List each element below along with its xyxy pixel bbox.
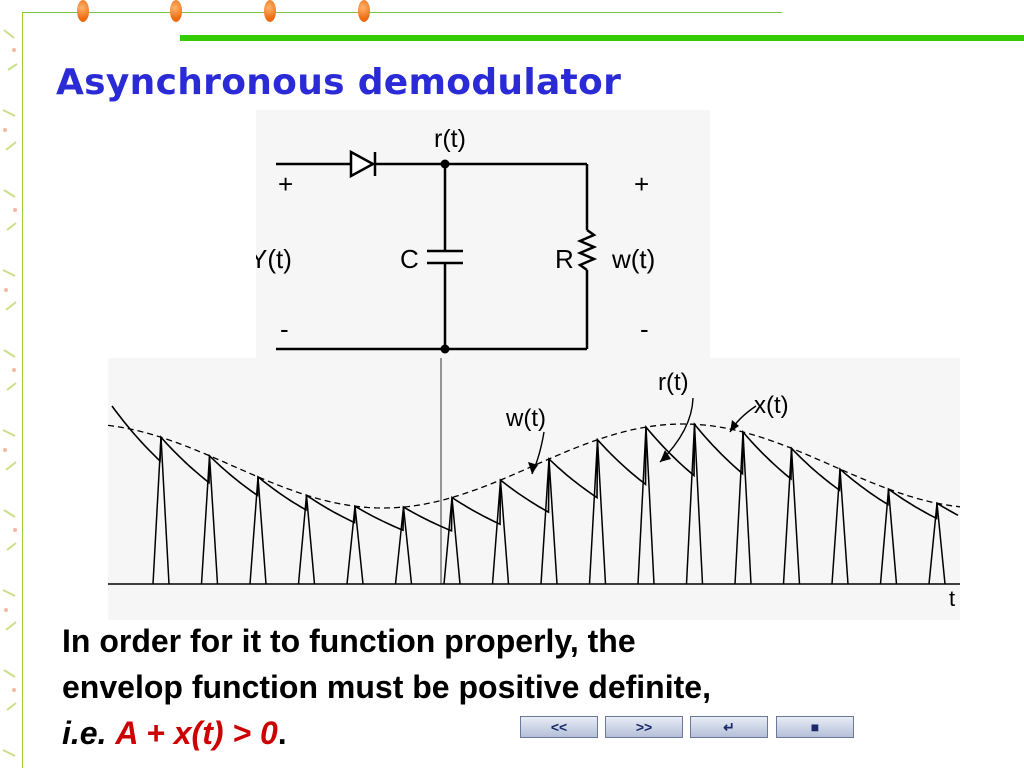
time-axis-label: t bbox=[949, 586, 955, 611]
diode-symbol bbox=[349, 149, 376, 179]
demodulator-circuit: r(t) + Y(t) - C R + w(t) - bbox=[256, 110, 710, 360]
callout-arrowhead-r bbox=[660, 450, 671, 462]
left-decorative-pattern bbox=[2, 29, 18, 757]
junction-node-top bbox=[440, 159, 450, 169]
body-text: In order for it to function properly, th… bbox=[62, 618, 922, 756]
envelope-waveform: w(t) r(t) x(t) t bbox=[108, 358, 960, 620]
input-minus-label: - bbox=[280, 314, 289, 344]
circuit-background bbox=[256, 110, 710, 360]
double-chevron-left-icon: << bbox=[550, 719, 568, 735]
body-period: . bbox=[277, 715, 287, 751]
body-line-2: envelop function must be positive defini… bbox=[62, 669, 711, 705]
callout-arrowhead-w bbox=[528, 462, 538, 474]
orange-dot-decoration bbox=[77, 0, 89, 22]
envelope-condition-formula: A + x(t) > 0 bbox=[115, 715, 278, 751]
waveform-label-w: w(t) bbox=[505, 405, 546, 432]
next-slide-button[interactable]: >> bbox=[605, 716, 683, 738]
output-plus-label: + bbox=[634, 169, 649, 199]
double-chevron-right-icon: >> bbox=[635, 719, 653, 735]
resistor-label: R bbox=[555, 244, 574, 274]
return-arrow-icon: ↵ bbox=[723, 718, 735, 735]
capacitor-label: C bbox=[400, 244, 419, 274]
top-accent-rule bbox=[180, 35, 1024, 41]
node-label-r: r(t) bbox=[434, 125, 466, 153]
resistor-zigzag bbox=[576, 228, 598, 272]
stop-square-icon: ■ bbox=[810, 719, 820, 735]
input-label: Y(t) bbox=[256, 244, 292, 274]
callout-arrowhead-x bbox=[730, 420, 739, 432]
orange-dot-decoration bbox=[358, 0, 370, 22]
orange-dot-decoration bbox=[170, 0, 182, 22]
waveform-label-r: r(t) bbox=[658, 369, 689, 396]
input-plus-label: + bbox=[278, 169, 293, 199]
output-minus-label: - bbox=[640, 314, 649, 344]
body-line-1: In order for it to function properly, th… bbox=[62, 623, 636, 659]
end-show-button[interactable]: ■ bbox=[776, 716, 854, 738]
waveform-label-x: x(t) bbox=[754, 392, 789, 419]
output-label: w(t) bbox=[611, 244, 655, 274]
top-thin-rule bbox=[22, 12, 782, 13]
previous-slide-button[interactable]: << bbox=[520, 716, 598, 738]
left-vertical-rule bbox=[22, 12, 23, 768]
orange-dot-decoration bbox=[264, 0, 276, 22]
body-ie: i.e. bbox=[62, 715, 107, 751]
rc-output-curve bbox=[111, 405, 959, 532]
envelope-dashed-curve bbox=[108, 423, 960, 509]
slide-title: Asynchronous demodulator bbox=[56, 62, 622, 103]
return-button[interactable]: ↵ bbox=[690, 716, 768, 738]
junction-node-bottom bbox=[440, 344, 450, 354]
